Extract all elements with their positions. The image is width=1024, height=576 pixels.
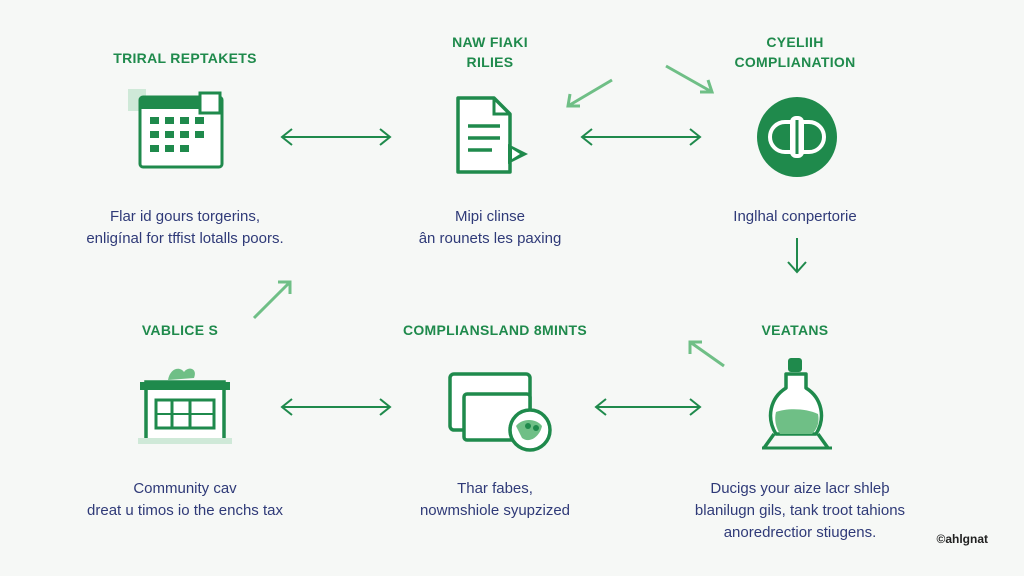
watermark: ©ahlgnat [936, 532, 988, 546]
node-4-title: VABLICE S [110, 320, 250, 340]
diagonal-arrow-to-node-6 [688, 340, 725, 368]
node-5-desc-line-1: Thar fabes, [457, 480, 533, 497]
node-2-desc-line-2: ân rounets les paxing [418, 230, 562, 247]
node-6-title: VEATANS [730, 320, 860, 340]
node-2-desc-line-1: Mipi clinse [454, 208, 526, 225]
diagonal-arrow-to-node-3 [665, 64, 715, 94]
node-2-title-line-1: NAW FIAKI [452, 34, 528, 50]
node-6-description: Ducigs your aize lacr shleþ blanilugn gi… [660, 478, 940, 544]
node-6-desc-line-1: Ducigs your aize lacr shleþ [710, 480, 890, 497]
node-4-description: Community cav dreat u timos io the enchs… [40, 478, 330, 522]
node-4-desc-line-2: dreat u timos io the enchs tax [87, 502, 283, 519]
node-1-title: TRIRAL REPTAKETS [90, 48, 280, 68]
node-1-title-line: TRIRAL REPTAKETS [113, 50, 257, 66]
document-icon [450, 92, 540, 187]
diagonal-arrow-to-node-2 [566, 78, 613, 108]
flask-icon [752, 352, 842, 457]
node-1-desc-line-2: enligínal for tffist lotalls poors. [86, 230, 284, 247]
node-2-description: Mipi clinse ân rounets les paxing [380, 206, 600, 250]
node-3-desc-line-1: Inglhal conpertorie [733, 208, 857, 225]
node-2-title-line-2: RILIES [466, 54, 514, 70]
node-3-title-line-1: CYELIIH [766, 34, 824, 50]
node-5-description: Thar fabes, nowmshiole syupzized [380, 478, 610, 522]
node-4-title-line: VABLICE S [141, 322, 219, 338]
node-1-desc-line-1: Flar id gours torgerins, [109, 208, 261, 225]
double-arrow-4-5 [280, 398, 392, 416]
node-6-desc-line-2: blanilugn gils, tank troot tahions [694, 502, 906, 519]
diagonal-arrow-up-to-node-1 [252, 280, 292, 320]
node-3-title-line-2: COMPLIANATION [734, 54, 856, 70]
node-6-title-line: VEATANS [761, 322, 829, 338]
node-4-desc-line-1: Community cav [133, 480, 237, 497]
storefront-icon [128, 362, 238, 457]
double-arrow-1-2 [280, 128, 392, 146]
node-2-title: NAW FIAKI RILIES [400, 32, 580, 72]
node-5-title-line: COMPLIANSLAND 8MINTS [402, 322, 588, 338]
node-1-description: Flar id gours torgerins, enligínal for t… [40, 206, 330, 250]
node-6-desc-line-3: anoredrectior stiugens. [723, 524, 877, 541]
node-3-description: Inglhal conpertorie [690, 206, 900, 228]
calendar-icon [124, 85, 234, 180]
double-arrow-5-6 [594, 398, 702, 416]
double-arrow-2-3 [580, 128, 702, 146]
node-5-title: COMPLIANSLAND 8MINTS [380, 320, 610, 340]
node-5-desc-line-2: nowmshiole syupzized [419, 502, 571, 519]
down-arrow-3-6 [787, 238, 807, 274]
capsule-badge-icon [752, 92, 842, 187]
monitor-globe-icon [444, 366, 559, 461]
node-3-title: CYELIIH COMPLIANATION [700, 32, 890, 72]
